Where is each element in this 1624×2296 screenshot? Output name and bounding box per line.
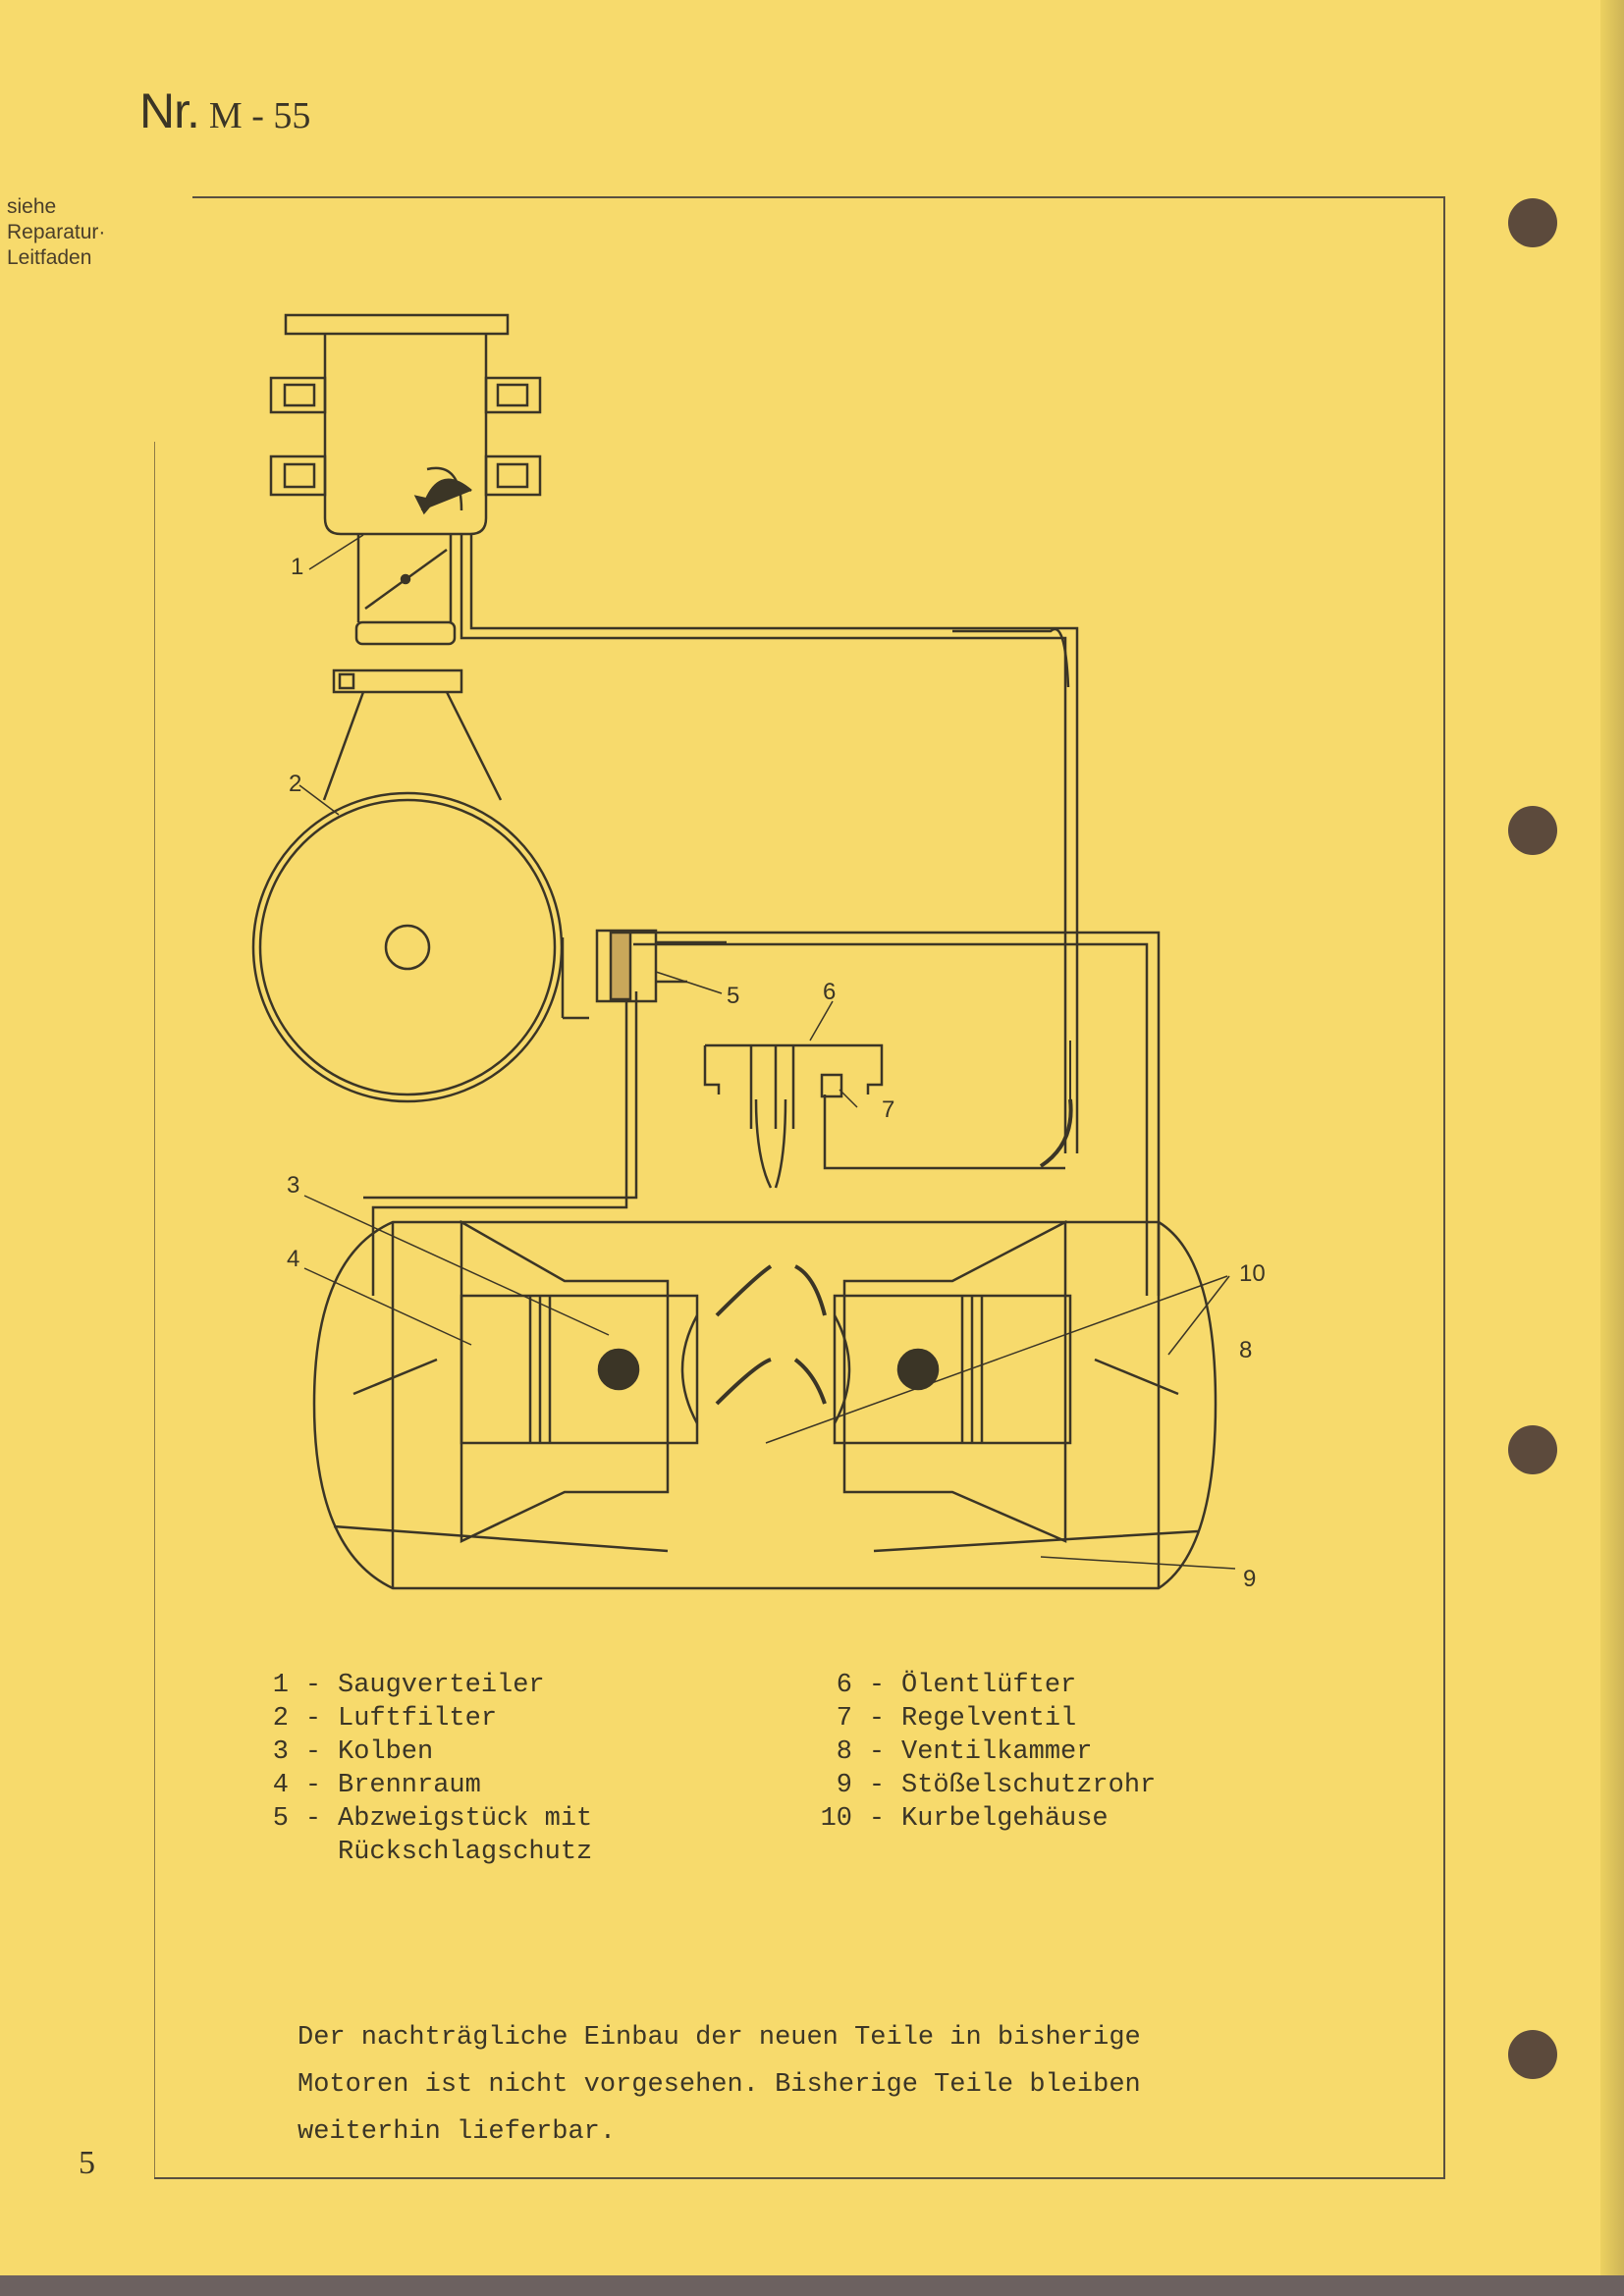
legend-item: 10-Kurbelgehäuse <box>815 1802 1156 1836</box>
legend-num: 2 <box>272 1704 289 1734</box>
frame-line <box>154 442 155 2179</box>
legend-left: 1-Saugverteiler 2-Luftfilter 3-Kolben 4-… <box>251 1669 592 1869</box>
document-number: Nr.M - 55 <box>139 82 310 141</box>
side-note-line: Leitfaden <box>7 246 92 269</box>
legend-num: 4 <box>272 1771 289 1800</box>
side-note: siehe Reparatur· Leitfaden <box>7 194 105 271</box>
legend-text: Regelventil <box>901 1704 1077 1734</box>
legend-text: Stößelschutzrohr <box>901 1771 1157 1800</box>
legend-text: Rückschlagschutz <box>338 1838 593 1867</box>
note-line: Der nachträgliche Einbau der neuen Teile… <box>298 2023 1141 2053</box>
binder-hole <box>1508 2030 1557 2079</box>
legend-text: Abzweigstück mit <box>338 1804 593 1834</box>
leader-lines <box>298 534 1236 1570</box>
number-code: M - 55 <box>208 95 311 136</box>
legend-item: 6-Ölentlüfter <box>815 1669 1156 1702</box>
legend-text: Saugverteiler <box>338 1671 545 1700</box>
legend-num: 7 <box>836 1704 852 1734</box>
note-line: weiterhin lieferbar. <box>298 2117 617 2147</box>
diagram-label-9: 9 <box>1243 1566 1256 1592</box>
frame-line <box>192 196 1445 198</box>
oil-breather <box>703 1043 884 1189</box>
legend-item: 3-Kolben <box>251 1735 592 1769</box>
legend-num: 3 <box>272 1737 289 1767</box>
legend-num: 8 <box>836 1737 852 1767</box>
frame-line <box>154 2177 1445 2179</box>
legend-text: Kurbelgehäuse <box>901 1804 1109 1834</box>
side-note-line: Reparatur· <box>7 221 106 243</box>
page-number: 5 <box>79 2145 95 2181</box>
diagram-label-1: 1 <box>291 554 303 580</box>
air-filter <box>251 691 564 1103</box>
intake-manifold <box>269 313 542 694</box>
engine-block <box>312 1219 1218 1590</box>
legend-num: 6 <box>836 1671 852 1700</box>
engine-ventilation-diagram: 1 2 3 4 5 6 7 8 9 10 <box>251 313 1266 1592</box>
legend-num: 10 <box>820 1804 852 1834</box>
number-prefix: Nr. <box>139 83 200 138</box>
diagram-label-10: 10 <box>1239 1260 1266 1287</box>
frame-line <box>1443 196 1445 2179</box>
legend-item: 7-Regelventil <box>815 1702 1156 1735</box>
legend-text: Ventilkammer <box>901 1737 1093 1767</box>
legend-item: 8-Ventilkammer <box>815 1735 1156 1769</box>
legend-item: Rückschlagschutz <box>251 1836 592 1869</box>
paper-edge <box>1600 0 1624 2296</box>
legend-text: Luftfilter <box>338 1704 498 1734</box>
legend-num: 5 <box>272 1804 289 1834</box>
legend-item: 4-Brennraum <box>251 1769 592 1802</box>
legend-item: 1-Saugverteiler <box>251 1669 592 1702</box>
diagram-label-8: 8 <box>1239 1337 1252 1363</box>
diagram-label-2: 2 <box>289 771 301 797</box>
binder-hole <box>1508 1425 1557 1474</box>
legend-text: Ölentlüfter <box>901 1671 1077 1700</box>
scan-background <box>0 2275 1624 2296</box>
legend-item: 9-Stößelschutzrohr <box>815 1769 1156 1802</box>
diagram-label-3: 3 <box>287 1172 299 1199</box>
legend-text: Brennraum <box>338 1771 481 1800</box>
note-line: Motoren ist nicht vorgesehen. Bisherige … <box>298 2070 1141 2100</box>
side-note-line: siehe <box>7 195 57 218</box>
legend-right: 6-Ölentlüfter 7-Regelventil 8-Ventilkamm… <box>815 1669 1157 1836</box>
legend-text: Kolben <box>338 1737 434 1767</box>
diagram-label-7: 7 <box>882 1096 894 1123</box>
diagram-label-4: 4 <box>287 1246 299 1272</box>
legend-num <box>251 1836 289 1869</box>
binder-hole <box>1508 806 1557 855</box>
legend-item: 5-Abzweigstück mit <box>251 1802 592 1836</box>
vent-pipes <box>363 534 1161 1296</box>
diagram-label-5: 5 <box>727 983 739 1009</box>
legend-num: 1 <box>272 1671 289 1700</box>
legend-item: 2-Luftfilter <box>251 1702 592 1735</box>
legend-num: 9 <box>836 1771 852 1800</box>
note-paragraph: Der nachträgliche Einbau der neuen Teile… <box>298 2014 1378 2156</box>
diagram-label-6: 6 <box>823 979 836 1005</box>
binder-hole <box>1508 198 1557 247</box>
branch-piece <box>595 929 727 1003</box>
